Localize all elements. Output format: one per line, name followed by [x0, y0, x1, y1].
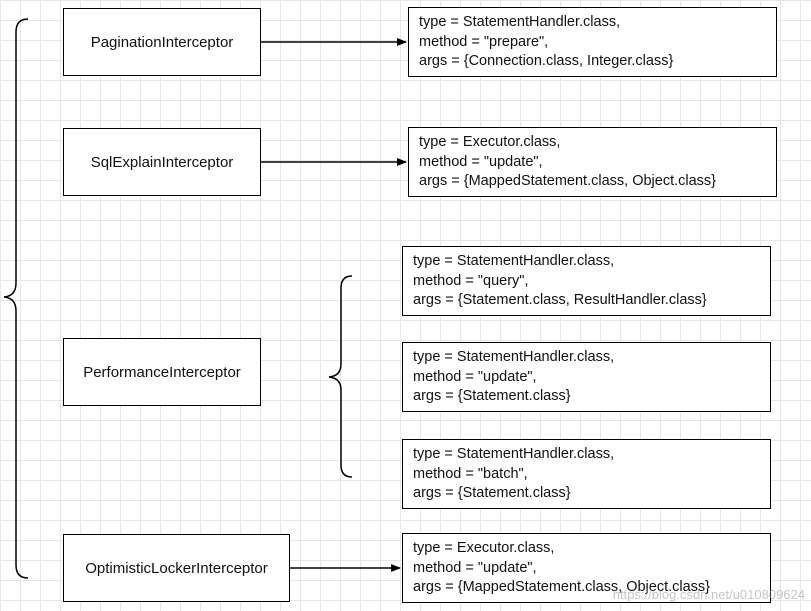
- signature-method: method = "query",: [413, 272, 529, 289]
- signature-method: method = "update",: [419, 153, 543, 170]
- signature-args: args = {Statement.class}: [413, 485, 571, 501]
- signature-args: args = {MappedStatement.class, Object.cl…: [413, 579, 711, 595]
- signature-type: type = Executor.class,: [419, 134, 561, 150]
- sqlexplain-interceptor-label: SqlExplainInterceptor: [90, 153, 234, 171]
- signature-method: method = "batch",: [413, 465, 528, 482]
- sqlexplain-signature-box: type = Executor.class, method = "update"…: [408, 127, 777, 197]
- performance-query-signature-box: type = StatementHandler.class, method = …: [402, 246, 771, 316]
- performance-brace: [328, 275, 353, 478]
- signature-args: args = {Statement.class, ResultHandler.c…: [413, 292, 707, 308]
- signature-args: args = {Connection.class, Integer.class}: [419, 53, 674, 69]
- signature-type: type = StatementHandler.class,: [413, 253, 615, 269]
- signature-type: type = StatementHandler.class,: [413, 349, 615, 365]
- outer-brace: [3, 18, 29, 579]
- pagination-interceptor-label: PaginationInterceptor: [90, 33, 234, 51]
- signature-method: method = "update",: [413, 368, 537, 385]
- performance-update-signature-box: type = StatementHandler.class, method = …: [402, 342, 771, 412]
- performance-interceptor-box: PerformanceInterceptor: [63, 338, 261, 406]
- signature-args: args = {Statement.class}: [413, 388, 571, 404]
- pagination-signature-box: type = StatementHandler.class, method = …: [408, 7, 777, 77]
- sqlexplain-interceptor-box: SqlExplainInterceptor: [63, 128, 261, 196]
- signature-method: method = "update",: [413, 559, 537, 576]
- optimisticlocker-interceptor-label: OptimisticLockerInterceptor: [85, 559, 268, 577]
- optimisticlocker-signature-box: type = Executor.class, method = "update"…: [402, 533, 771, 603]
- performance-interceptor-label: PerformanceInterceptor: [83, 363, 241, 381]
- signature-type: type = Executor.class,: [413, 540, 555, 556]
- signature-type: type = StatementHandler.class,: [419, 14, 621, 30]
- signature-method: method = "prepare",: [419, 33, 549, 50]
- signature-type: type = StatementHandler.class,: [413, 446, 615, 462]
- performance-batch-signature-box: type = StatementHandler.class, method = …: [402, 439, 771, 509]
- signature-args: args = {MappedStatement.class, Object.cl…: [419, 173, 717, 189]
- pagination-interceptor-box: PaginationInterceptor: [63, 8, 261, 76]
- optimisticlocker-interceptor-box: OptimisticLockerInterceptor: [63, 534, 290, 602]
